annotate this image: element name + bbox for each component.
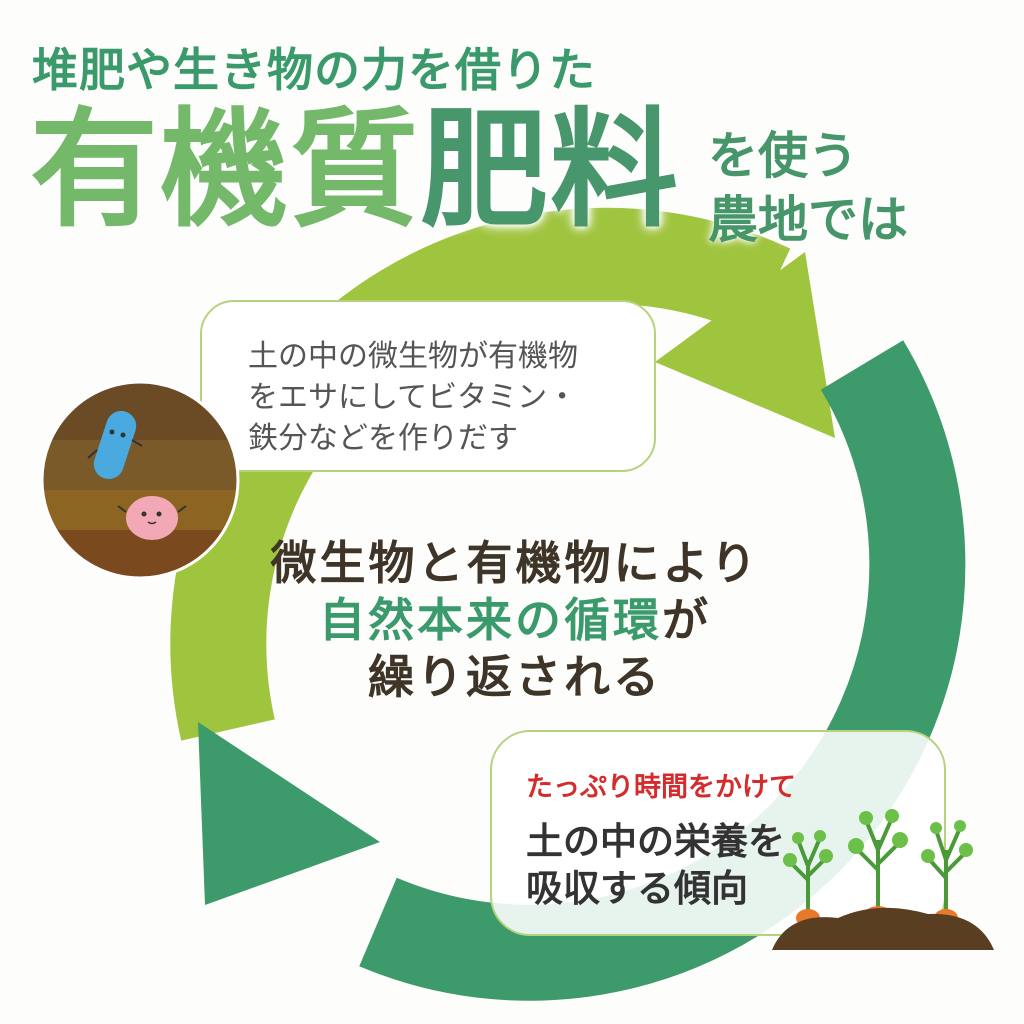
center-line2-rest: が [662, 593, 711, 647]
center-line2-highlight: 自然本来の循環 [319, 593, 662, 647]
title-main-fertilizer: 肥料 [420, 96, 681, 245]
microbe-bubble-line2: をエサにしてビタミン・ [248, 380, 578, 415]
nutrient-bubble-line2: 吸収する傾向 [526, 867, 748, 910]
title-line1: 堆肥や生き物の力を借りた [32, 43, 596, 97]
cycle-arrowhead-dark [198, 722, 380, 905]
soil-microbes-illustration [40, 380, 240, 580]
center-line3: 繰り返される [368, 650, 662, 704]
title-side: を使う 農地では [708, 124, 908, 252]
title-main: 有機質肥料 [30, 96, 680, 246]
title-side-line1: を使う [708, 127, 858, 185]
nutrient-bubble-emphasis: たっぷり時間をかけて [526, 772, 796, 803]
title-main-organic: 有機質 [30, 96, 421, 245]
carrot-leaves-icon [788, 817, 968, 910]
nutrient-bubble-line1: 土の中の栄養を [526, 820, 785, 863]
soil-mound-icon [772, 907, 994, 950]
center-message: 微生物と有機物により 自然本来の循環が 繰り返される [230, 535, 800, 706]
carrots-illustration [772, 809, 994, 950]
microbe-bubble: 土の中の微生物が有機物 をエサにしてビタミン・ 鉄分などを作りだす [200, 300, 656, 472]
pink-microbe-icon [117, 496, 187, 540]
cycle-arrowhead-light [655, 252, 835, 438]
microbe-bubble-line1: 土の中の微生物が有機物 [248, 339, 578, 374]
title-side-line2: 農地では [708, 191, 908, 249]
blue-microbe-icon [87, 410, 143, 480]
nutrient-bubble-main: 土の中の栄養を 吸収する傾向 [526, 818, 944, 912]
center-line2: 自然本来の循環が [230, 592, 800, 649]
microbe-bubble-line3: 鉄分などを作りだす [248, 421, 518, 456]
center-line1: 微生物と有機物により [270, 536, 760, 590]
